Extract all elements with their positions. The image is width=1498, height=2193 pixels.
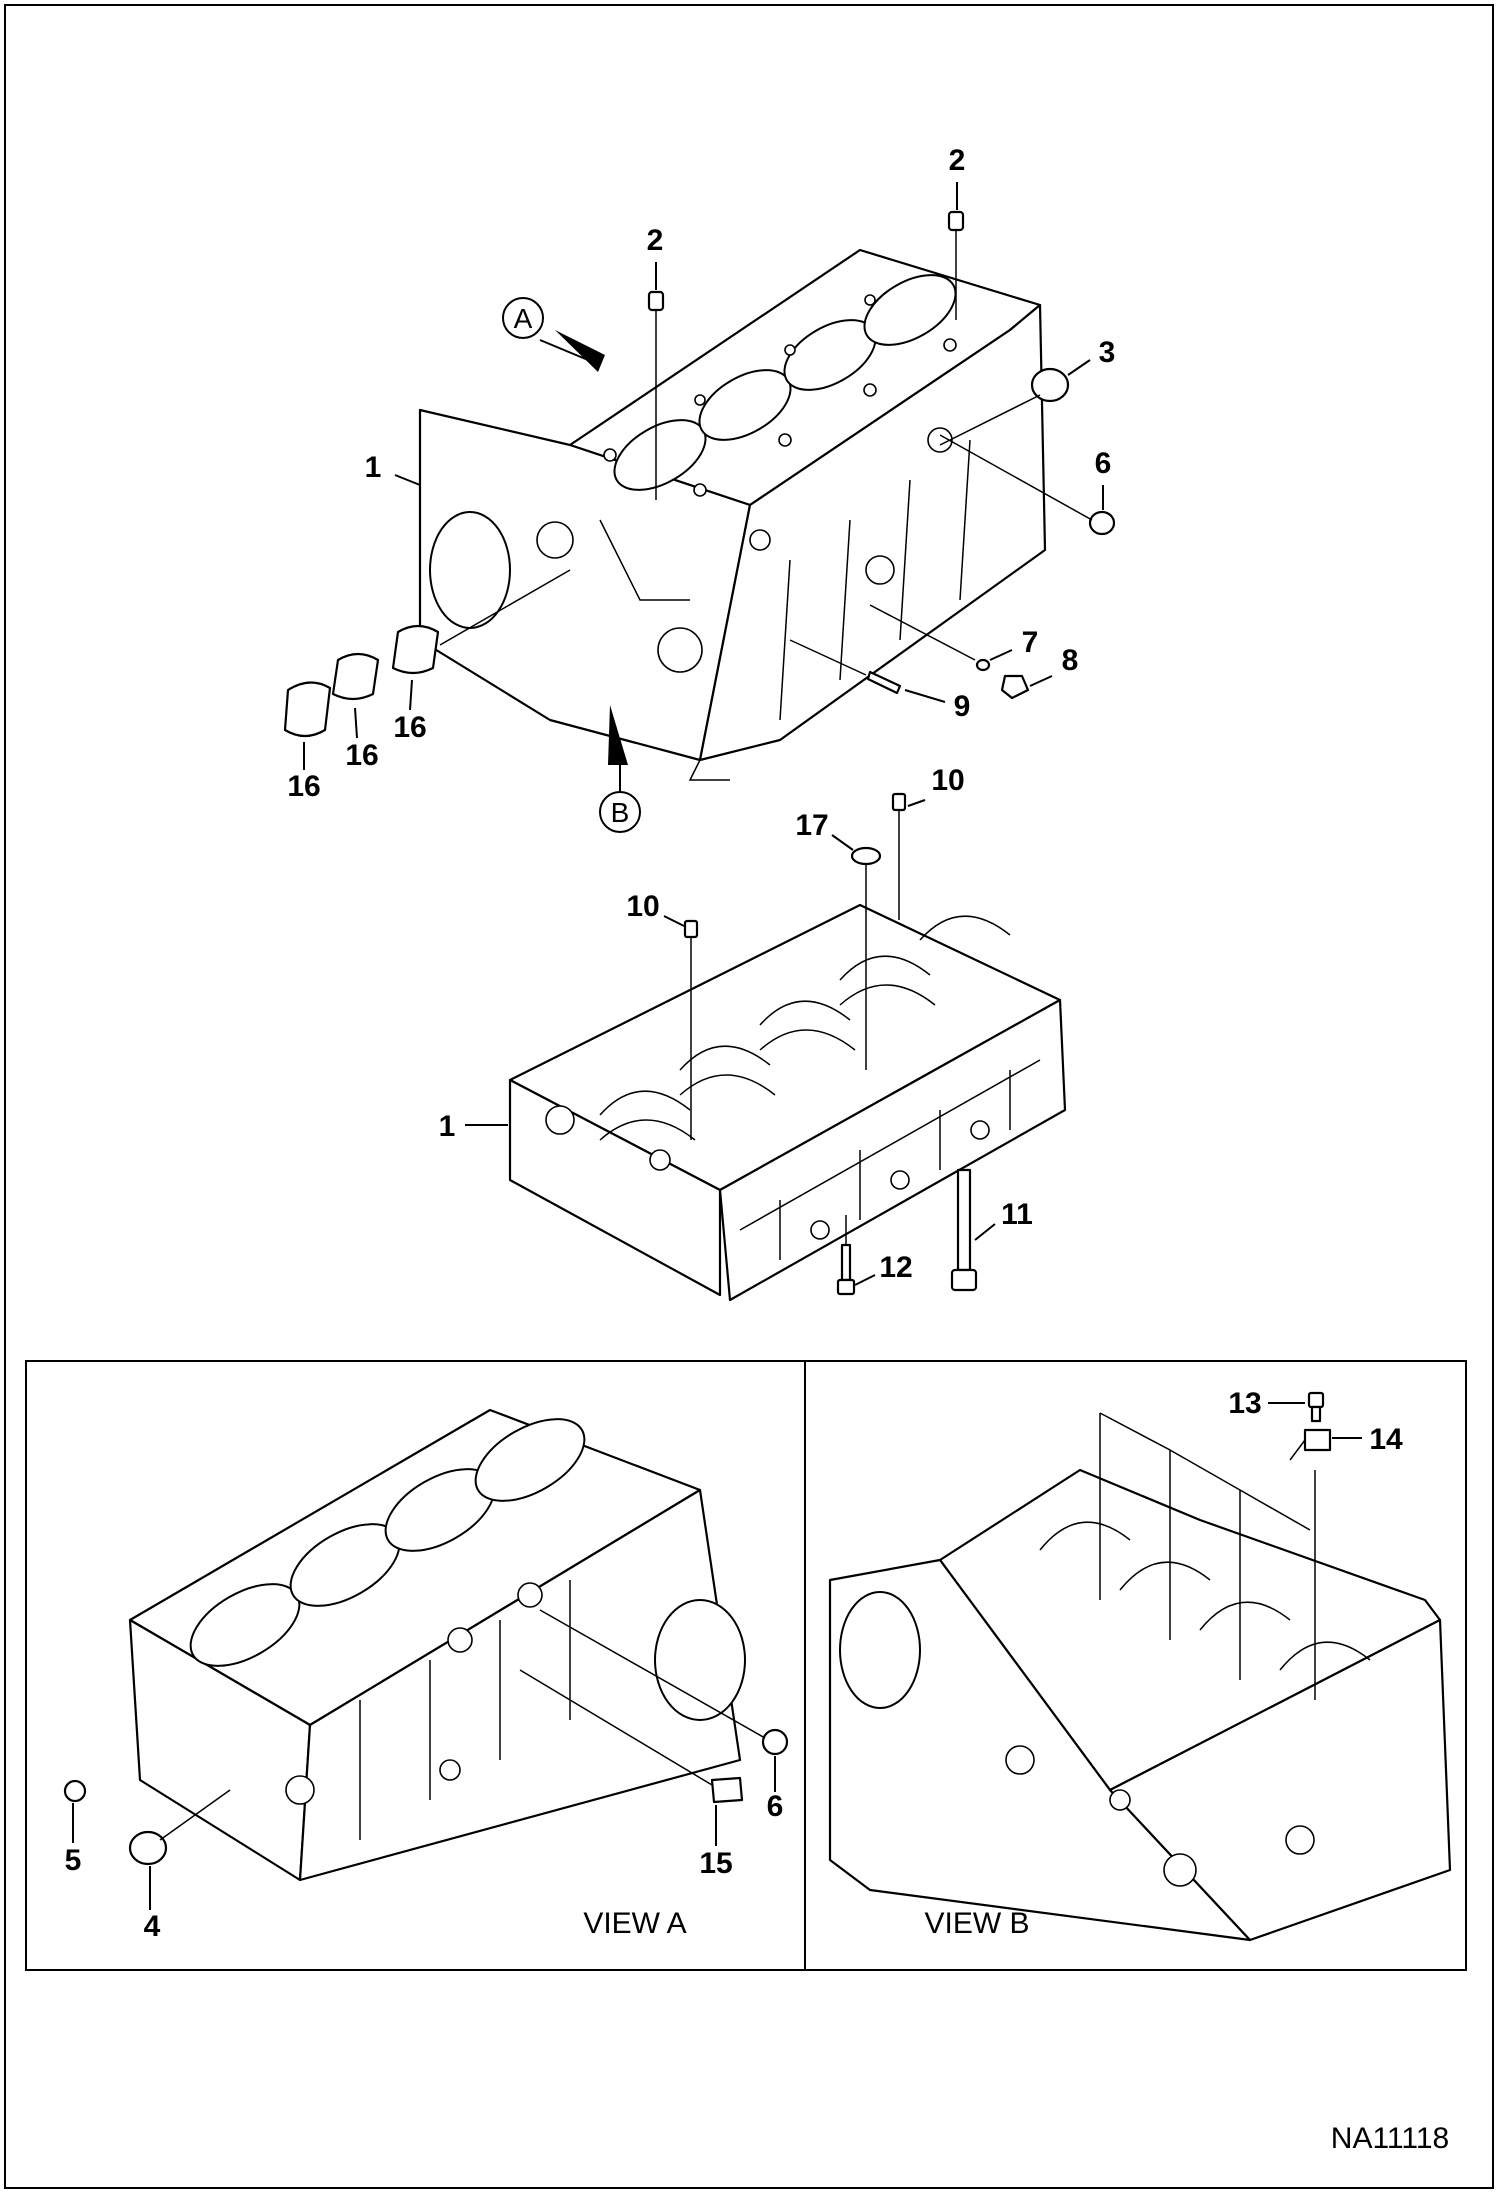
callout-8: 8 [1062,644,1079,677]
callout-13: 13 [1228,1387,1261,1420]
callout-10-right: 10 [931,764,964,797]
callout-2-left: 2 [647,224,664,257]
callout-4: 4 [144,1910,161,1943]
views-panel [25,1360,1467,1971]
callout-11: 11 [1001,1198,1033,1231]
drawing-id: NA11118 [1331,2122,1449,2155]
callout-6-view-a: 6 [767,1790,784,1823]
callout-16-a: 16 [287,770,320,803]
engine-block-upper-view [418,248,1047,781]
engine-block-lower-view [508,903,1067,1302]
callout-1-mid: 1 [439,1110,456,1143]
view-marker-a: A [514,303,533,334]
view-a-label: VIEW A [583,1907,686,1940]
callout-6-top: 6 [1095,447,1112,480]
callout-16-b: 16 [345,739,378,772]
callout-3: 3 [1099,336,1116,369]
callout-14: 14 [1369,1423,1403,1456]
loose-parts-top [283,210,1116,800]
callout-9: 9 [954,690,971,723]
callout-17: 17 [795,809,828,842]
callout-5: 5 [65,1844,82,1877]
callout-2-right: 2 [949,144,966,177]
view-b-label: VIEW B [924,1907,1029,1940]
callout-12: 12 [879,1251,912,1284]
engine-block-view-a [63,1408,789,1882]
callouts: 1 2 2 3 6 7 8 9 16 16 16 A B 17 10 10 [65,144,1450,2155]
callout-7: 7 [1022,626,1039,659]
loose-parts-middle [683,792,978,1296]
drawing-frame [4,4,1494,2189]
engine-block-view-b [828,1391,1452,1942]
callout-15: 15 [699,1847,732,1880]
callout-1-top: 1 [365,451,382,484]
view-marker-b: B [611,797,630,828]
callout-10-left: 10 [626,890,659,923]
callout-16-c: 16 [393,711,426,744]
